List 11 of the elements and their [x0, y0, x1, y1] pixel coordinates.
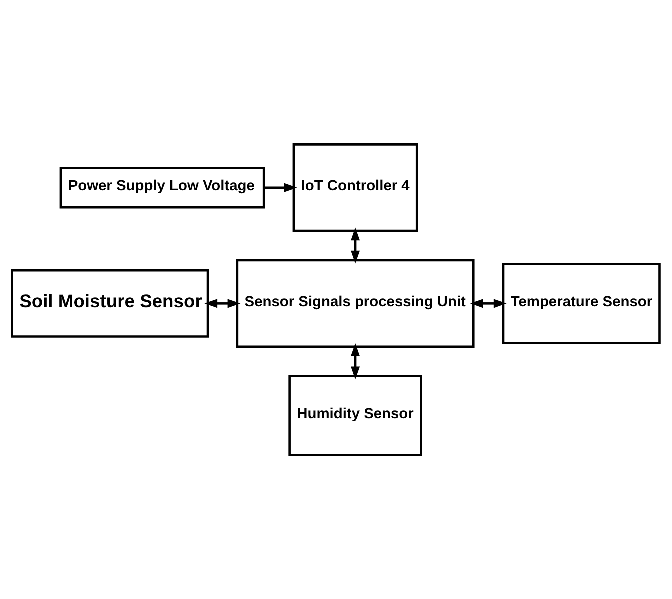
- arrow: [351, 227, 360, 264]
- node-box: Soil Moisture Sensor: [11, 268, 210, 338]
- node-box: IoT Controller 4: [292, 143, 418, 232]
- node-box: Humidity Sensor: [288, 374, 422, 456]
- node-box: Power Supply Low Voltage: [60, 166, 266, 208]
- arrow: [204, 298, 241, 308]
- arrow: [264, 182, 298, 192]
- arrow: [351, 342, 360, 380]
- arrow: [470, 298, 507, 308]
- node-box: Sensor Signals processing Unit: [236, 258, 475, 348]
- node-box: Temperature Sensor: [502, 262, 661, 344]
